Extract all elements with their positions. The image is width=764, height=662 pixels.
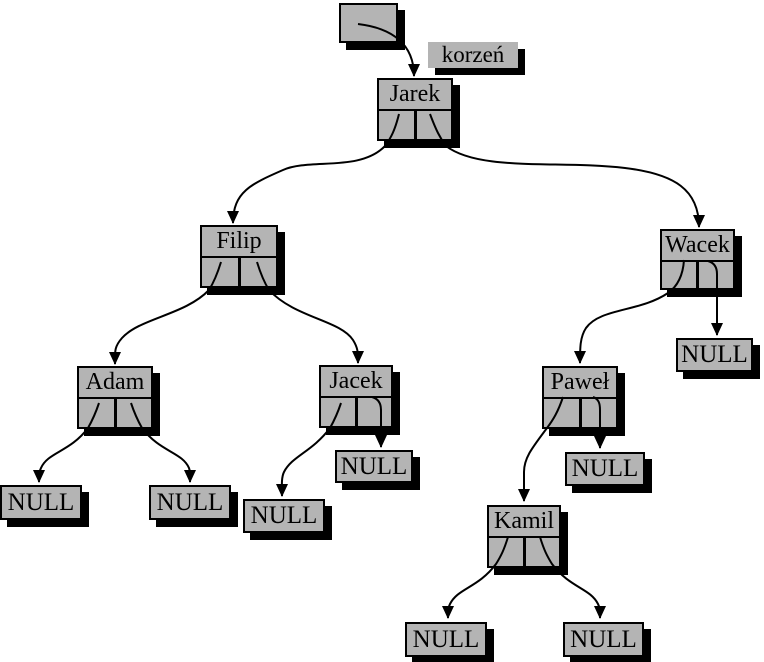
pointer-cells-pawel xyxy=(544,399,616,427)
pointer-cells-jarek xyxy=(379,111,451,139)
right-pointer-cell xyxy=(526,538,560,566)
right-pointer-cell xyxy=(582,399,617,427)
tree-node-kamil: Kamil xyxy=(487,505,561,568)
null-box-jacek-left: NULL xyxy=(243,499,325,533)
tree-node-adam: Adam xyxy=(77,366,153,429)
null-box-kamil-left: NULL xyxy=(405,622,487,657)
right-pointer-cell xyxy=(699,262,733,290)
tree-node-pawel: Paweł xyxy=(542,366,618,429)
tree-node-jacek: Jacek xyxy=(319,365,393,428)
node-label-jarek: Jarek xyxy=(379,80,451,111)
pointer-cells-wacek xyxy=(662,262,733,290)
node-label-filip: Filip xyxy=(202,227,276,258)
left-pointer-cell xyxy=(489,538,526,566)
left-pointer-cell xyxy=(662,262,699,290)
pointer-cells-jacek xyxy=(321,398,391,426)
tree-node-jarek: Jarek xyxy=(377,78,453,141)
root-pointer-box xyxy=(339,3,398,43)
edge-jarek-left-to-filip xyxy=(227,113,400,224)
null-box-kamil-right: NULL xyxy=(563,622,644,657)
right-pointer-cell xyxy=(417,111,452,139)
node-label-pawel: Paweł xyxy=(544,368,616,399)
right-pointer-cell xyxy=(358,398,392,426)
left-pointer-cell xyxy=(79,399,117,427)
root-caption: korzeń xyxy=(428,42,518,68)
right-pointer-cell xyxy=(241,258,277,286)
null-box-adam-right: NULL xyxy=(149,485,231,520)
left-pointer-cell xyxy=(321,398,358,426)
node-label-jacek: Jacek xyxy=(321,367,391,398)
left-pointer-cell xyxy=(544,399,582,427)
right-pointer-cell xyxy=(117,399,152,427)
pointer-cells-adam xyxy=(79,399,151,427)
left-pointer-cell xyxy=(202,258,241,286)
pointer-cells-kamil xyxy=(489,538,559,566)
edge-jarek-right-to-wacek xyxy=(429,113,705,228)
null-box-pawel-right: NULL xyxy=(565,452,645,486)
node-label-wacek: Wacek xyxy=(662,231,733,262)
tree-node-wacek: Wacek xyxy=(660,229,735,290)
left-pointer-cell xyxy=(379,111,417,139)
null-box-wacek-right: NULL xyxy=(676,338,753,372)
node-label-kamil: Kamil xyxy=(489,507,559,538)
null-box-adam-left: NULL xyxy=(0,485,82,520)
pointer-cells-filip xyxy=(202,258,276,286)
null-box-jacek-right: NULL xyxy=(335,450,413,483)
node-label-adam: Adam xyxy=(79,368,151,399)
tree-node-filip: Filip xyxy=(200,225,278,288)
